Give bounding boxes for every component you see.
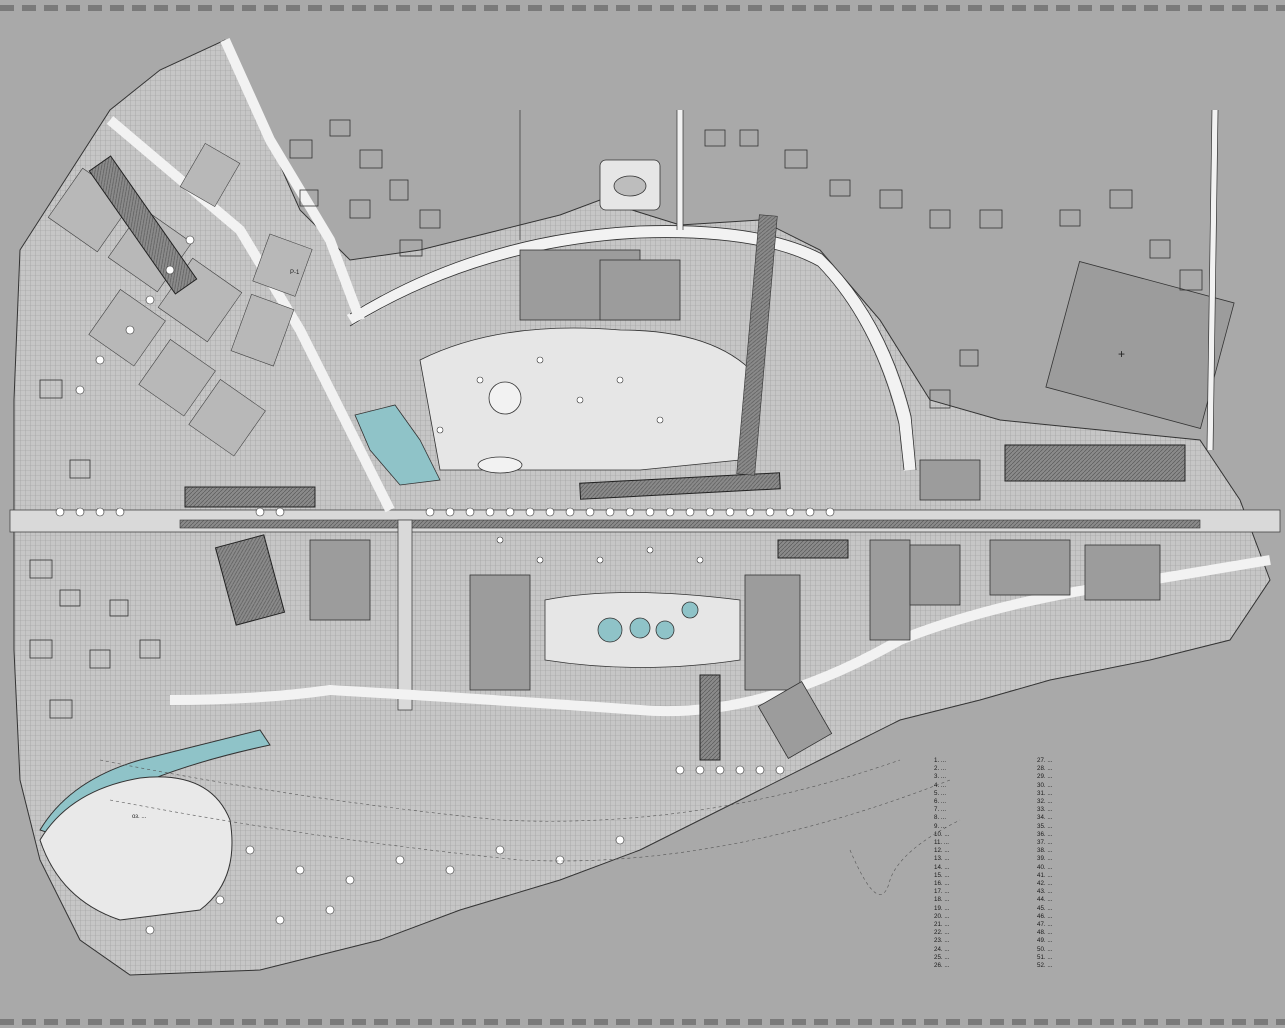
legend-item: 17. ... — [934, 888, 950, 896]
legend: 1. ...2. ...3. ...4. ...5. ...6. ...7. .… — [934, 757, 1134, 1017]
legend-item: 8. ... — [934, 814, 947, 822]
north-corridor — [736, 214, 778, 476]
legend-item: 19. ... — [934, 904, 950, 912]
legend-item: 21. ... — [934, 921, 950, 929]
legend-item: 48. ... — [1037, 929, 1053, 937]
legend-item: 34. ... — [1037, 814, 1053, 822]
legend-item: 32. ... — [1037, 798, 1053, 806]
residential-houses — [29, 119, 1203, 719]
legend-item: 5. ... — [934, 789, 947, 797]
legend-item: 29. ... — [1037, 773, 1053, 781]
lake-shore — [39, 776, 233, 921]
legend-item: 12. ... — [934, 847, 950, 855]
legend-item: 6. ... — [934, 798, 947, 806]
north-arrow: + — [1118, 347, 1125, 361]
vertical-axis — [397, 519, 413, 711]
legend-item: 50. ... — [1037, 945, 1053, 953]
legend-item: 14. ... — [934, 863, 950, 871]
legend-item: 22. ... — [934, 929, 950, 937]
pond — [354, 404, 441, 486]
stadium — [599, 159, 661, 211]
legend-item: 31. ... — [1037, 789, 1053, 797]
fountain-garden — [544, 592, 741, 668]
legend-item: 3. ... — [934, 773, 947, 781]
legend-item: 4. ... — [934, 781, 947, 789]
contour-lines — [99, 759, 961, 895]
legend-item: 46. ... — [1037, 912, 1053, 920]
legend-item: 20. ... — [934, 912, 950, 920]
buildings-dark — [88, 155, 1186, 761]
legend-item: 44. ... — [1037, 896, 1053, 904]
legend-item: 36. ... — [1037, 830, 1053, 838]
legend-item: 2. ... — [934, 765, 947, 773]
legend-item: 15. ... — [934, 871, 950, 879]
block-code-label: Р-1 — [290, 270, 300, 276]
legend-item: 24. ... — [934, 945, 950, 953]
legend-item: 38. ... — [1037, 847, 1053, 855]
legend-item: 37. ... — [1037, 839, 1053, 847]
site-area — [13, 39, 1271, 976]
legend-item: 23. ... — [934, 937, 950, 945]
legend-item: 26. ... — [934, 962, 950, 970]
legend-item: 25. ... — [934, 953, 950, 961]
trees — [55, 235, 835, 935]
legend-item: 35. ... — [1037, 822, 1053, 830]
legend-item: 42. ... — [1037, 880, 1053, 888]
legend-item: 10. ... — [934, 830, 950, 838]
legend-item: 45. ... — [1037, 904, 1053, 912]
legend-item: 7. ... — [934, 806, 947, 814]
lake-label: оз. ... — [132, 814, 147, 820]
central-park — [419, 327, 761, 474]
legend-item: 11. ... — [934, 839, 950, 847]
legend-item: 13. ... — [934, 855, 950, 863]
legend-item: 28. ... — [1037, 765, 1053, 773]
legend-item: 39. ... — [1037, 855, 1053, 863]
buildings — [309, 249, 1235, 760]
legend-item: 18. ... — [934, 896, 950, 904]
legend-item: 49. ... — [1037, 937, 1053, 945]
legend-item: 9. ... — [934, 822, 947, 830]
legend-item: 43. ... — [1037, 888, 1053, 896]
legend-item: 27. ... — [1037, 757, 1053, 764]
ring-road — [346, 225, 916, 471]
south-road — [169, 555, 1271, 717]
legend-column-right: 27. ...28. ...29. ...30. ...31. ...32. .… — [1037, 757, 1137, 970]
legend-item: 1. ... — [934, 757, 947, 764]
legend-item: 47. ... — [1037, 921, 1053, 929]
legend-item: 40. ... — [1037, 863, 1053, 871]
legend-item: 51. ... — [1037, 953, 1053, 961]
legend-item: 33. ... — [1037, 806, 1053, 814]
legend-item: 41. ... — [1037, 871, 1053, 879]
legend-item: 52. ... — [1037, 962, 1053, 970]
legend-column-left: 1. ...2. ...3. ...4. ...5. ...6. ...7. .… — [934, 757, 1034, 970]
legend-item: 30. ... — [1037, 781, 1053, 789]
legend-item: 16. ... — [934, 880, 950, 888]
